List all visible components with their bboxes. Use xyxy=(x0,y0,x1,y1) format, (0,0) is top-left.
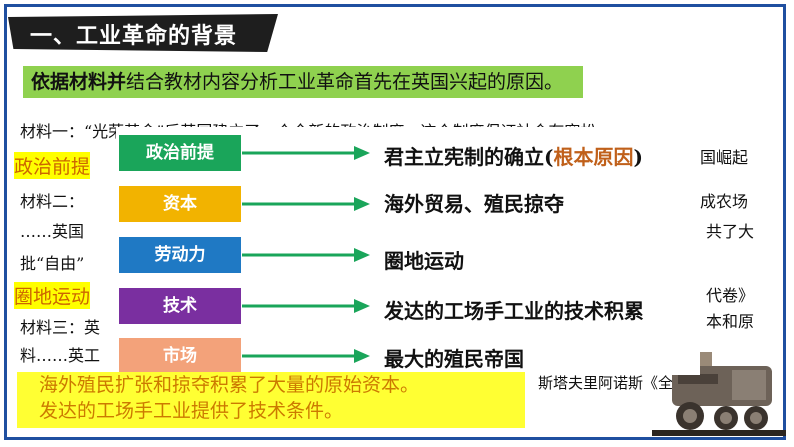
material-highlight-enclosure: 圈地运动 xyxy=(14,282,91,309)
root-cause-label: 根本原因 xyxy=(553,145,634,169)
material-line-8: 料……英工 xyxy=(20,346,101,365)
factor-technology-button[interactable]: 技术 xyxy=(119,288,241,324)
question-box: 依据材料并结合教材内容分析工业革命首先在英国兴起的原因。 xyxy=(23,66,583,98)
result-technology: 发达的工场手工业的技术积累 xyxy=(384,299,644,323)
question-text: 结合教材内容分析工业革命首先在英国兴起的原因。 xyxy=(126,71,564,93)
steam-locomotive-icon xyxy=(652,352,786,436)
slide-frame xyxy=(4,4,786,440)
page-title: 一、工业革命的背景 xyxy=(30,23,238,49)
material-line-7: 材料三：英 xyxy=(20,318,101,337)
title-banner xyxy=(8,14,278,52)
material-highlight-politics: 政治前提 xyxy=(14,152,91,179)
factor-labor-button[interactable]: 劳动力 xyxy=(119,237,241,273)
material-line-3-right: 成农场 xyxy=(700,192,749,211)
material-line-2-right: 国崛起 xyxy=(700,148,749,167)
result-politics-text: 君主立宪制的确立( xyxy=(384,145,554,169)
material-line-4: ……英国 xyxy=(20,222,85,241)
factor-market-button[interactable]: 市场 xyxy=(119,338,241,374)
material-line-6-right: 代卷》 xyxy=(706,286,755,305)
material-line-4-right: 共了大 xyxy=(706,222,755,241)
result-politics-close: ) xyxy=(633,145,643,169)
result-market: 最大的殖民帝国 xyxy=(384,347,524,371)
result-politics: 君主立宪制的确立(根本原因) xyxy=(384,141,643,170)
conclusion-line-1: 海外殖民扩张和掠夺积累了大量的原始资本。 xyxy=(39,374,420,396)
material-line-3: 材料二： xyxy=(20,192,85,211)
arrow-capital-icon xyxy=(242,197,370,211)
result-capital: 海外贸易、殖民掠夺 xyxy=(384,192,564,216)
factor-capital-button[interactable]: 资本 xyxy=(119,186,241,222)
material-line-7-right: 本和原 xyxy=(706,312,755,331)
arrow-technology-icon xyxy=(242,299,370,313)
arrow-labor-icon xyxy=(242,248,370,262)
result-labor: 圈地运动 xyxy=(384,249,464,273)
material-line-5: 批“自由” xyxy=(20,254,85,273)
arrow-politics-icon xyxy=(242,146,370,160)
conclusion-line-2: 发达的工场手工业提供了技术条件。 xyxy=(39,400,344,422)
arrow-market-icon xyxy=(242,349,370,363)
question-bold: 依据材料并 xyxy=(31,71,127,93)
factor-politics-button[interactable]: 政治前提 xyxy=(119,135,241,171)
conclusion-box: 海外殖民扩张和掠夺积累了大量的原始资本。 发达的工场手工业提供了技术条件。 xyxy=(17,372,525,428)
